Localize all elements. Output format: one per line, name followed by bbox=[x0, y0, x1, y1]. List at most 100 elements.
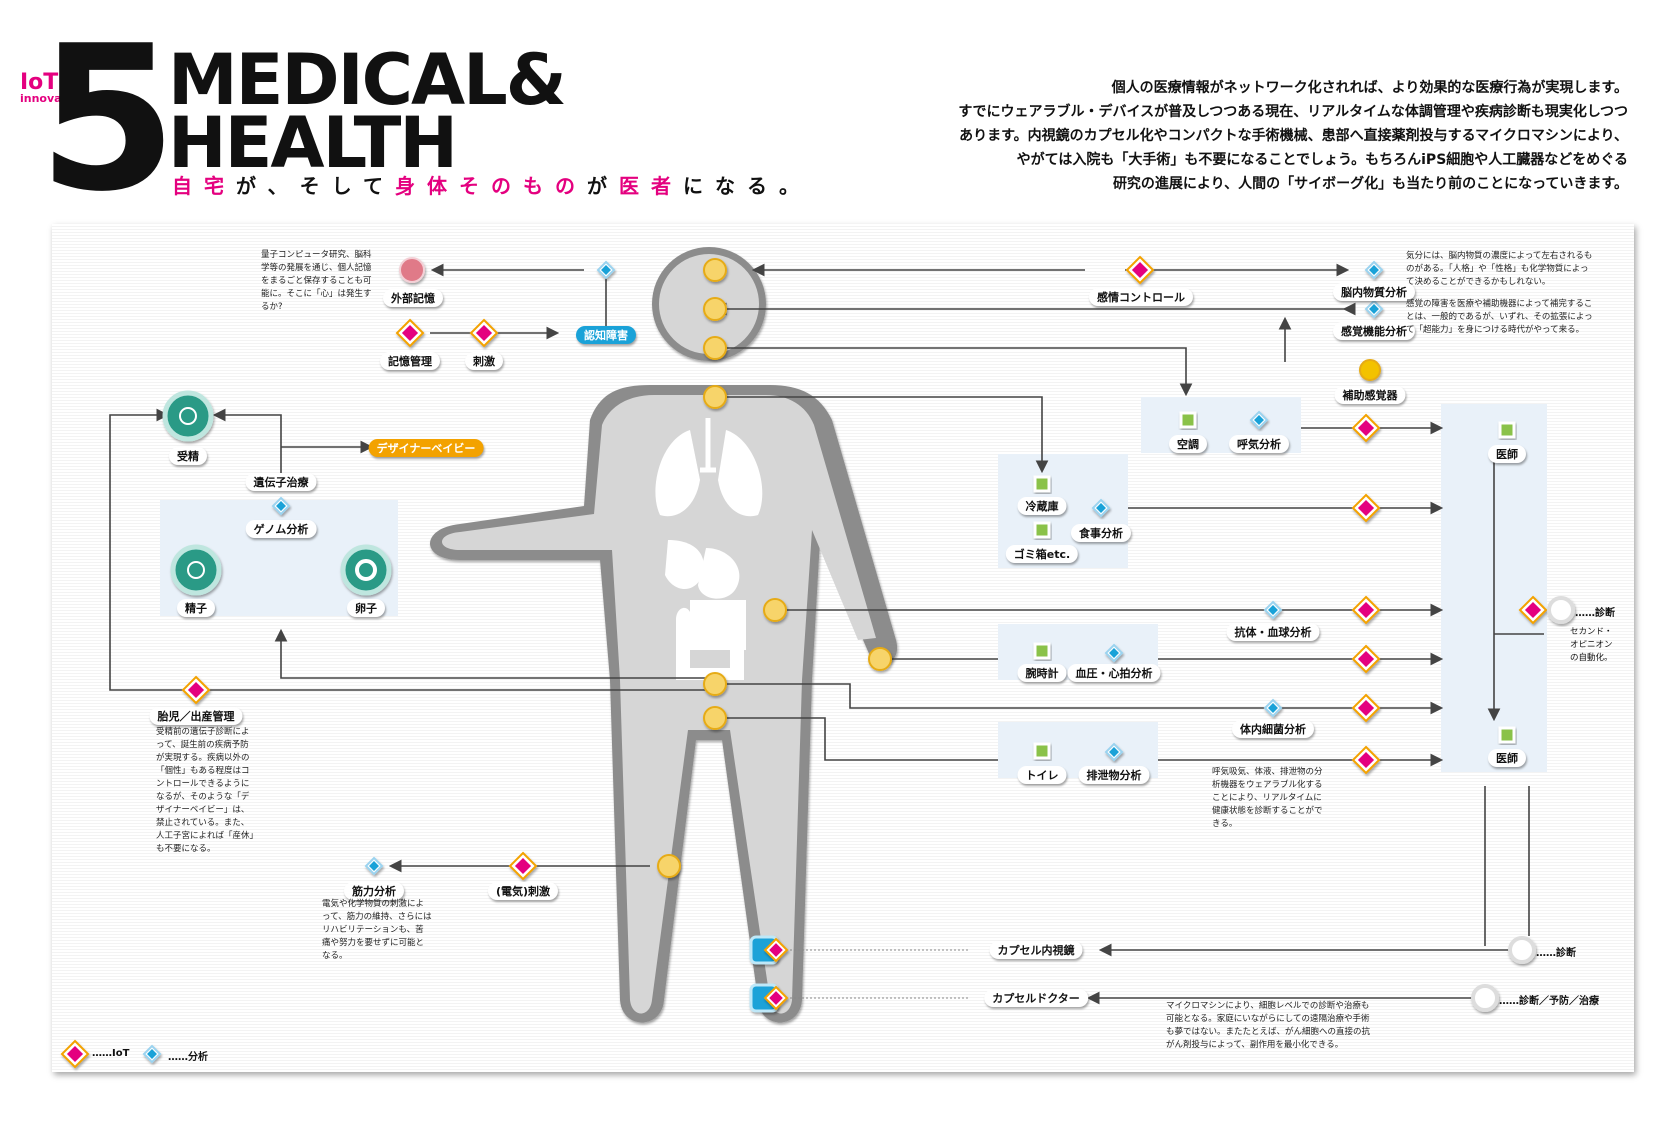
note-fetal: 受精前の遺伝子診断によって、誕生前の疾病予防が実現する。疾病以外の「個性」もある… bbox=[156, 727, 254, 854]
note-quantum: 量子コンピュータ研究、脳科学等の発展を通じ、個人記憶をまるごと保存することも可能… bbox=[261, 250, 372, 312]
analysis-diamond-icon bbox=[142, 1044, 162, 1064]
body-sensor-node bbox=[703, 706, 727, 730]
tagline-part: 自宅 bbox=[172, 174, 236, 198]
intro-line: 研究の進展により、人間の「サイボーグ化」も当たり前のことになっていきます。 bbox=[1112, 176, 1628, 192]
iot-diamond-icon bbox=[469, 318, 499, 348]
egg-icon bbox=[340, 544, 392, 596]
label-trash: ゴミ箱etc. bbox=[1005, 545, 1079, 563]
label-diag3: ……診断／予防／治療 bbox=[1499, 996, 1599, 1007]
body-sensor-node bbox=[657, 854, 681, 878]
label-emotion-control: 感情コントロール bbox=[1089, 288, 1193, 306]
iot-diamond-icon bbox=[1351, 413, 1381, 443]
iot-diamond-icon bbox=[763, 937, 789, 963]
analysis-diamond-icon bbox=[1364, 260, 1384, 280]
note-muscle: 電気や化学物質の刺激によって、筋力の維持、さらにはリハビリテーションも、苦痛や努… bbox=[322, 899, 432, 961]
sperm-icon bbox=[170, 544, 222, 596]
analysis-diamond-icon bbox=[1263, 600, 1283, 620]
analysis-diamond-icon bbox=[1104, 742, 1124, 762]
icon-layer bbox=[60, 255, 1575, 1069]
label-external-memory: 外部記憶 bbox=[383, 289, 443, 307]
hearing-aid-icon bbox=[1359, 359, 1381, 381]
iot-diamond-icon bbox=[763, 985, 789, 1011]
analysis-diamond-icon bbox=[1263, 698, 1283, 718]
body-sensor-node bbox=[703, 258, 727, 282]
note-mood: 気分には、脳内物質の濃度によって左右されるものがある。「人格」や「性格」も化学物… bbox=[1406, 251, 1593, 287]
connector-line bbox=[717, 396, 1049, 474]
label-genome: ゲノム分析 bbox=[245, 520, 317, 538]
analysis-diamond-icon bbox=[364, 856, 384, 876]
organs-icon bbox=[655, 418, 763, 680]
diagnosis-ring-icon bbox=[1508, 936, 1536, 964]
note-sense: 感覚の障害を医療や補助機器によって補完することは、一般的であるが、いずれ、その拡… bbox=[1406, 299, 1593, 335]
iot-diamond-icon bbox=[1351, 595, 1381, 625]
tagline-part: が、そして bbox=[236, 174, 395, 198]
analysis-diamond-icon bbox=[1364, 299, 1384, 319]
label-hearing-aid: 補助感覚器 bbox=[1334, 386, 1406, 404]
intro-line: 個人の医療情報がネットワーク化されれば、より効果的な医療行為が実現します。 bbox=[1111, 80, 1628, 96]
page-title-line2: HEALTH bbox=[168, 102, 458, 184]
label-fetal: 胎児／出産管理 bbox=[149, 707, 243, 725]
analysis-diamond-icon bbox=[1091, 498, 1111, 518]
device-square-icon bbox=[1498, 726, 1516, 744]
label-watch: 腕時計 bbox=[1017, 664, 1067, 682]
label-muscle: 筋力分析 bbox=[344, 882, 404, 900]
label-sense-func: 感覚機能分析 bbox=[1333, 322, 1415, 340]
tagline-part: 医者 bbox=[619, 174, 683, 198]
label-aircon: 空調 bbox=[1169, 435, 1207, 453]
device-square-icon bbox=[1033, 642, 1051, 660]
analysis-diamond-icon bbox=[1249, 410, 1269, 430]
connector-line bbox=[212, 408, 282, 476]
device-square-icon bbox=[1033, 742, 1051, 760]
external-memory-icon bbox=[399, 257, 425, 283]
connector-line bbox=[717, 347, 1193, 397]
iot-diamond-icon bbox=[181, 675, 211, 705]
connector-line bbox=[109, 408, 718, 691]
iot-diamond-icon bbox=[1351, 644, 1381, 674]
label-bp: 血圧・心拍分析 bbox=[1067, 664, 1161, 682]
label-sperm: 精子 bbox=[177, 599, 215, 617]
intro-line: すでにウェアラブル・デバイスが普及しつつある現在、リアルタイムな体調管理や疾病診… bbox=[958, 104, 1628, 120]
label-capsule-doctor: カプセルドクター bbox=[984, 989, 1088, 1007]
iot-diamond-icon bbox=[1351, 493, 1381, 523]
device-square-icon bbox=[1033, 475, 1051, 493]
iot-diamond-icon bbox=[508, 851, 538, 881]
label-antibody: 抗体・血球分析 bbox=[1226, 623, 1320, 641]
label-meal: 食事分析 bbox=[1071, 524, 1131, 542]
label-egg: 卵子 bbox=[347, 599, 385, 617]
connectors bbox=[109, 263, 1544, 1005]
label-doctor2: 医師 bbox=[1488, 749, 1526, 767]
label-diag2: ……診断 bbox=[1536, 948, 1576, 959]
label-fridge: 冷蔵庫 bbox=[1017, 497, 1067, 515]
label-dementia: 認知障害 bbox=[576, 326, 636, 344]
label-doctor1: 医師 bbox=[1488, 445, 1526, 463]
label-legend-iot: ……IoT bbox=[92, 1048, 130, 1059]
tagline-part: になる。 bbox=[683, 174, 811, 198]
tagline-part: が bbox=[587, 174, 619, 198]
label-designer-baby: デザイナーベイビー bbox=[368, 439, 484, 457]
label-legend-analysis: ……分析 bbox=[168, 1052, 208, 1063]
label-excretion: 排泄物分析 bbox=[1078, 766, 1150, 784]
intro-text: 個人の医療情報がネットワーク化されれば、より効果的な医療行為が実現します。すでに… bbox=[868, 76, 1628, 196]
fertilization-icon bbox=[162, 390, 214, 442]
note-breath: 呼気吸気、体液、排泄物の分析機器をウェアラブル化することにより、リアルタイムに健… bbox=[1212, 767, 1323, 829]
body-sensor-node bbox=[703, 297, 727, 321]
iot-diamond-icon bbox=[395, 318, 425, 348]
analysis-diamond-icon bbox=[271, 496, 291, 516]
label-second-opinion: セカンド・オピニオンの自動化。 bbox=[1570, 627, 1613, 663]
device-square-icon bbox=[1498, 421, 1516, 439]
analysis-diamond-icon bbox=[596, 260, 616, 280]
body-sensor-node bbox=[703, 336, 727, 360]
page-title-line1: MEDICAL& bbox=[168, 39, 567, 121]
label-gene-therapy: 遺伝子治療 bbox=[245, 473, 317, 491]
innovation-logo-text: innovation bbox=[20, 92, 86, 105]
body-sensor-node bbox=[868, 647, 892, 671]
intro-line: あります。内視鏡のカプセル化やコンパクトな手術機械、患部へ直接薬剤投与するマイク… bbox=[959, 128, 1628, 144]
tagline: 自宅が、そして身体そのものが医者になる。 bbox=[172, 170, 811, 199]
device-square-icon bbox=[1179, 411, 1197, 429]
intro-line: やがては入院も「大手術」も不要になることでしょう。もちろんiPS細胞や人工臓器な… bbox=[1016, 152, 1628, 168]
iot-diamond-icon bbox=[1518, 595, 1548, 625]
tagline-part: 身体そのもの bbox=[395, 174, 587, 198]
analysis-diamond-icon bbox=[1104, 643, 1124, 663]
label-fertilization: 受精 bbox=[169, 447, 207, 465]
